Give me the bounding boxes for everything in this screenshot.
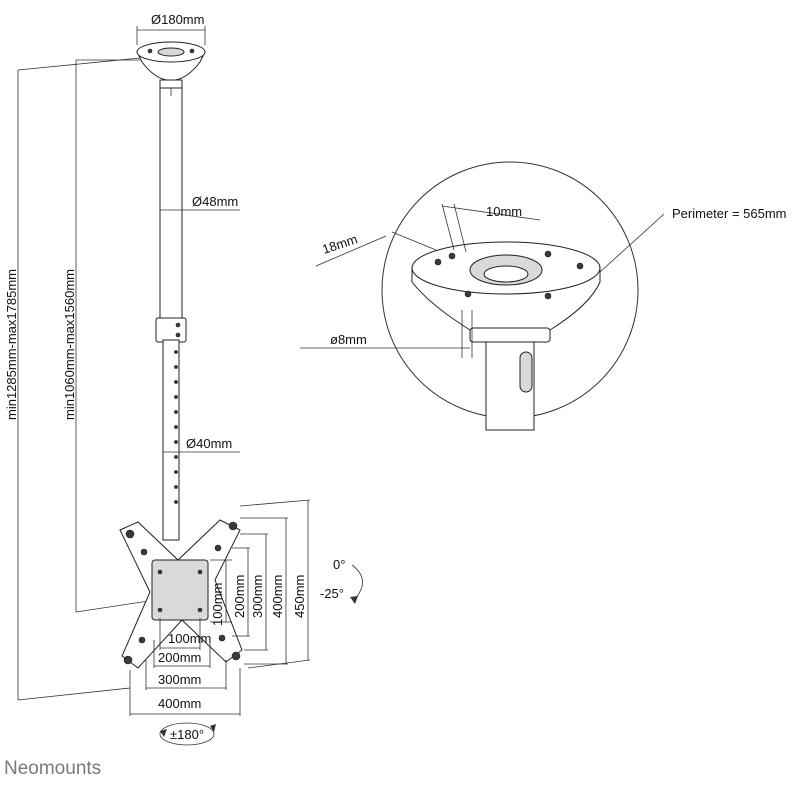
rotation-label: ±180° bbox=[170, 727, 204, 742]
vesa-horizontal-dimensions: 100mm 200mm 300mm 400mm bbox=[129, 618, 241, 716]
vesa-horizontal-400: 400mm bbox=[158, 696, 201, 711]
tilt-upper-label: 0° bbox=[333, 557, 345, 572]
ceiling-plate-diameter-label: Ø180mm bbox=[151, 12, 204, 27]
detail-slot-width-label: 10mm bbox=[486, 204, 522, 219]
tilt-arrow-icon bbox=[350, 564, 363, 604]
tilt-lower-label: -25° bbox=[320, 586, 344, 601]
vesa-plate bbox=[119, 519, 243, 669]
vesa-vertical-200: 200mm bbox=[232, 575, 247, 618]
brand-logo: Neomounts bbox=[4, 758, 101, 779]
vesa-horizontal-200: 200mm bbox=[158, 650, 201, 665]
total-height-label: min1285mm-max1785mm bbox=[4, 269, 19, 420]
ceiling-plate-icon bbox=[136, 41, 206, 91]
detail-perimeter-label: Perimeter = 565mm bbox=[672, 206, 787, 221]
rotation-arrow-icon bbox=[159, 722, 216, 746]
detail-view bbox=[381, 161, 639, 431]
vesa-horizontal-100: 100mm bbox=[168, 631, 211, 646]
lower-pole-diameter-label: Ø40mm bbox=[186, 436, 232, 451]
vesa-vertical-dimensions: 100mm 200mm 300mm 400mm 450mm bbox=[210, 499, 311, 669]
detail-hole-diameter-label: ø8mm bbox=[330, 332, 367, 347]
upper-pole-diameter-label: Ø48mm bbox=[192, 194, 238, 209]
vesa-vertical-450: 450mm bbox=[292, 575, 307, 618]
vesa-vertical-300: 300mm bbox=[250, 575, 265, 618]
pole bbox=[155, 87, 187, 541]
pole-adjustment-holes bbox=[174, 350, 178, 504]
vesa-vertical-400: 400mm bbox=[270, 575, 285, 618]
vesa-vertical-100: 100mm bbox=[210, 583, 225, 626]
pole-height-label: min1060mm-max1560mm bbox=[62, 269, 77, 420]
detail-slot-length-label: 18mm bbox=[320, 231, 359, 256]
vesa-horizontal-300: 300mm bbox=[158, 672, 201, 687]
